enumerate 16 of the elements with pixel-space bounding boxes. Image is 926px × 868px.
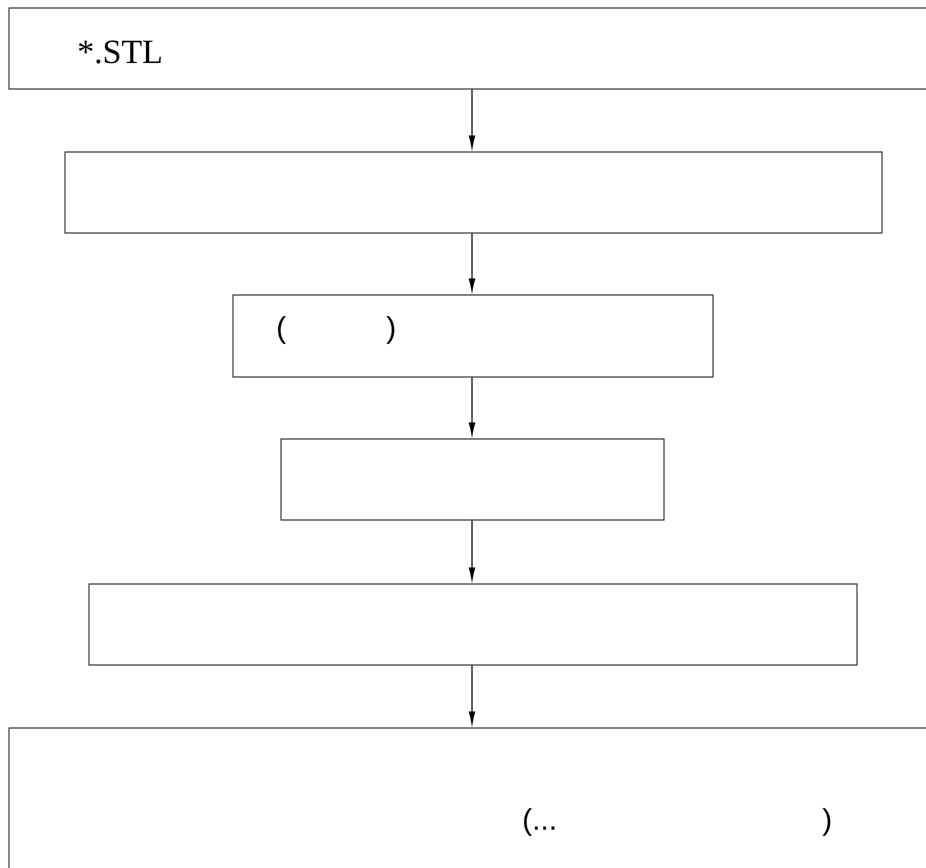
box-text: (: [278, 316, 286, 344]
box-text: ): [386, 316, 394, 344]
arrow: [468, 520, 476, 580]
arrow: [468, 666, 476, 724]
box-text: (...: [524, 808, 554, 836]
arrow: [468, 90, 476, 148]
process-box: [8, 727, 926, 868]
arrow: [468, 234, 476, 291]
box-text: ): [822, 808, 830, 836]
process-box: [88, 583, 858, 666]
process-box: [64, 151, 883, 234]
process-box: [280, 438, 665, 521]
box-text: *.STL: [78, 40, 161, 64]
process-box: [8, 7, 926, 90]
process-box: [232, 294, 714, 378]
arrow: [468, 378, 476, 435]
